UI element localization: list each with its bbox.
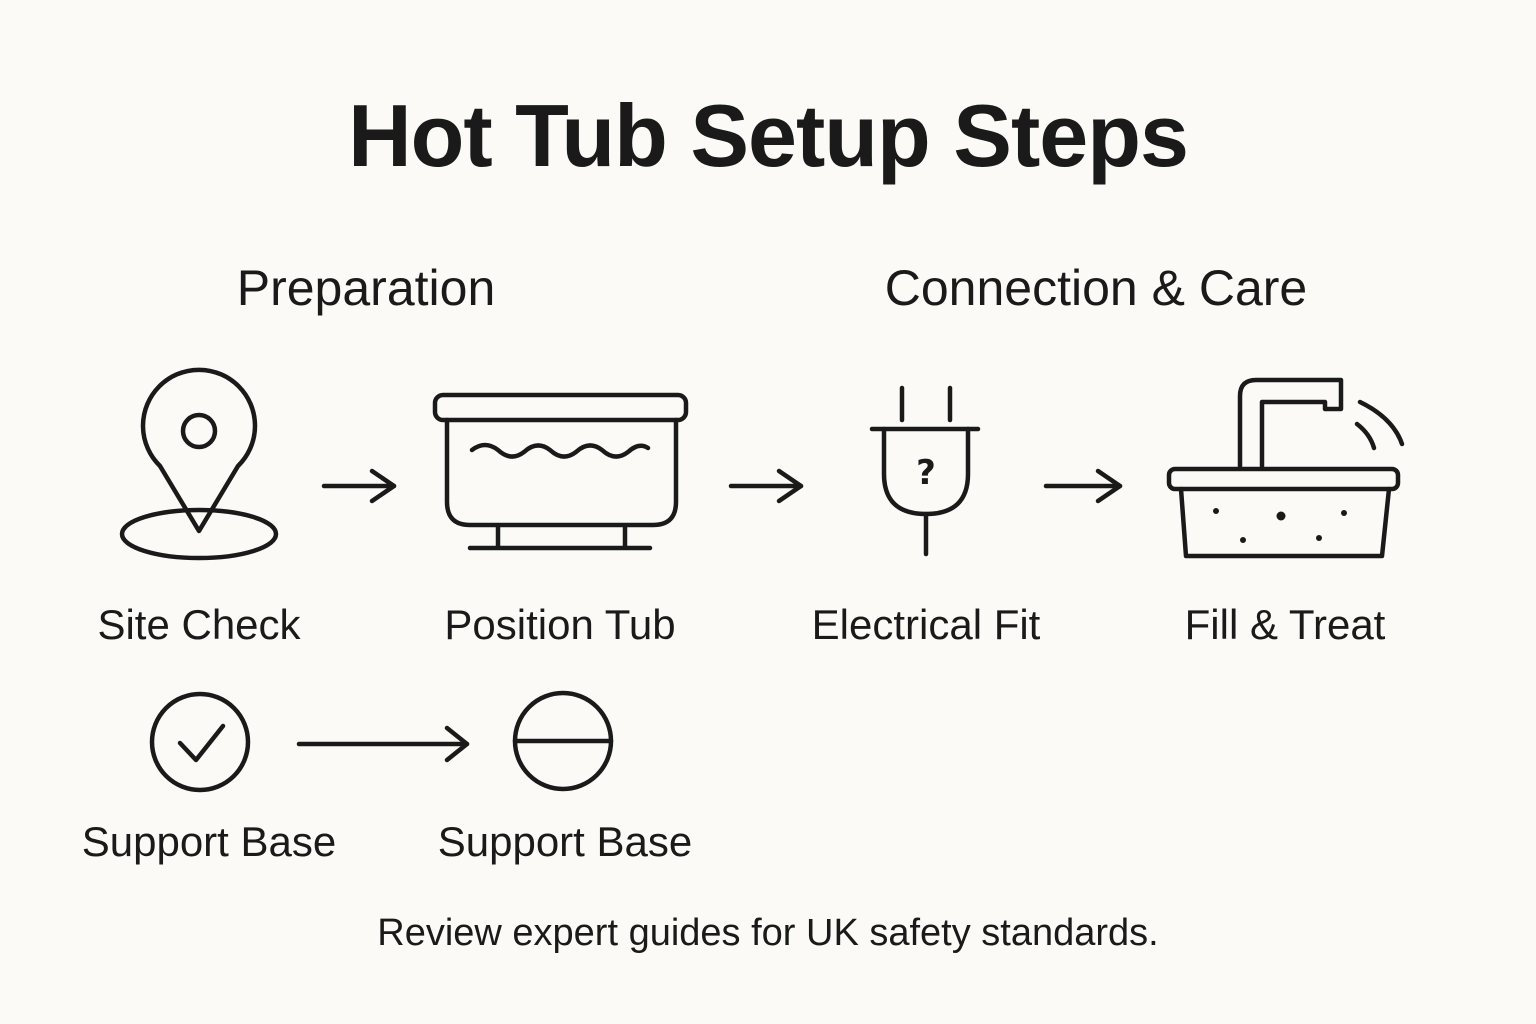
section-heading-connection-care: Connection & Care [884,260,1308,316]
hot-tub-icon [432,392,689,551]
arrow-site-to-position [321,468,397,504]
plug-icon: ? [869,385,981,557]
location-pin-icon [119,367,279,561]
step-label-fill-treat: Fill & Treat [1184,601,1386,648]
level-circle-icon [512,690,614,792]
section-heading-preparation: Preparation [236,260,496,316]
faucet-tub-icon [1166,377,1405,559]
footer-note: Review expert guides for UK safety stand… [377,912,1159,954]
step-label-site-check: Site Check [97,601,301,648]
step-label-electrical-fit: Electrical Fit [811,601,1041,648]
plug-question-mark: ? [916,453,936,493]
step-label-position-tub: Position Tub [444,601,676,648]
arrow-support-to-support [296,725,470,763]
arrow-position-to-electrical [728,468,804,504]
substep-label-support-base-1: Support Base [81,818,337,865]
substep-label-support-base-2: Support Base [437,818,693,865]
arrow-electrical-to-fill [1043,468,1123,504]
check-circle-icon [149,691,251,793]
page-title: Hot Tub Setup Steps [348,86,1189,185]
